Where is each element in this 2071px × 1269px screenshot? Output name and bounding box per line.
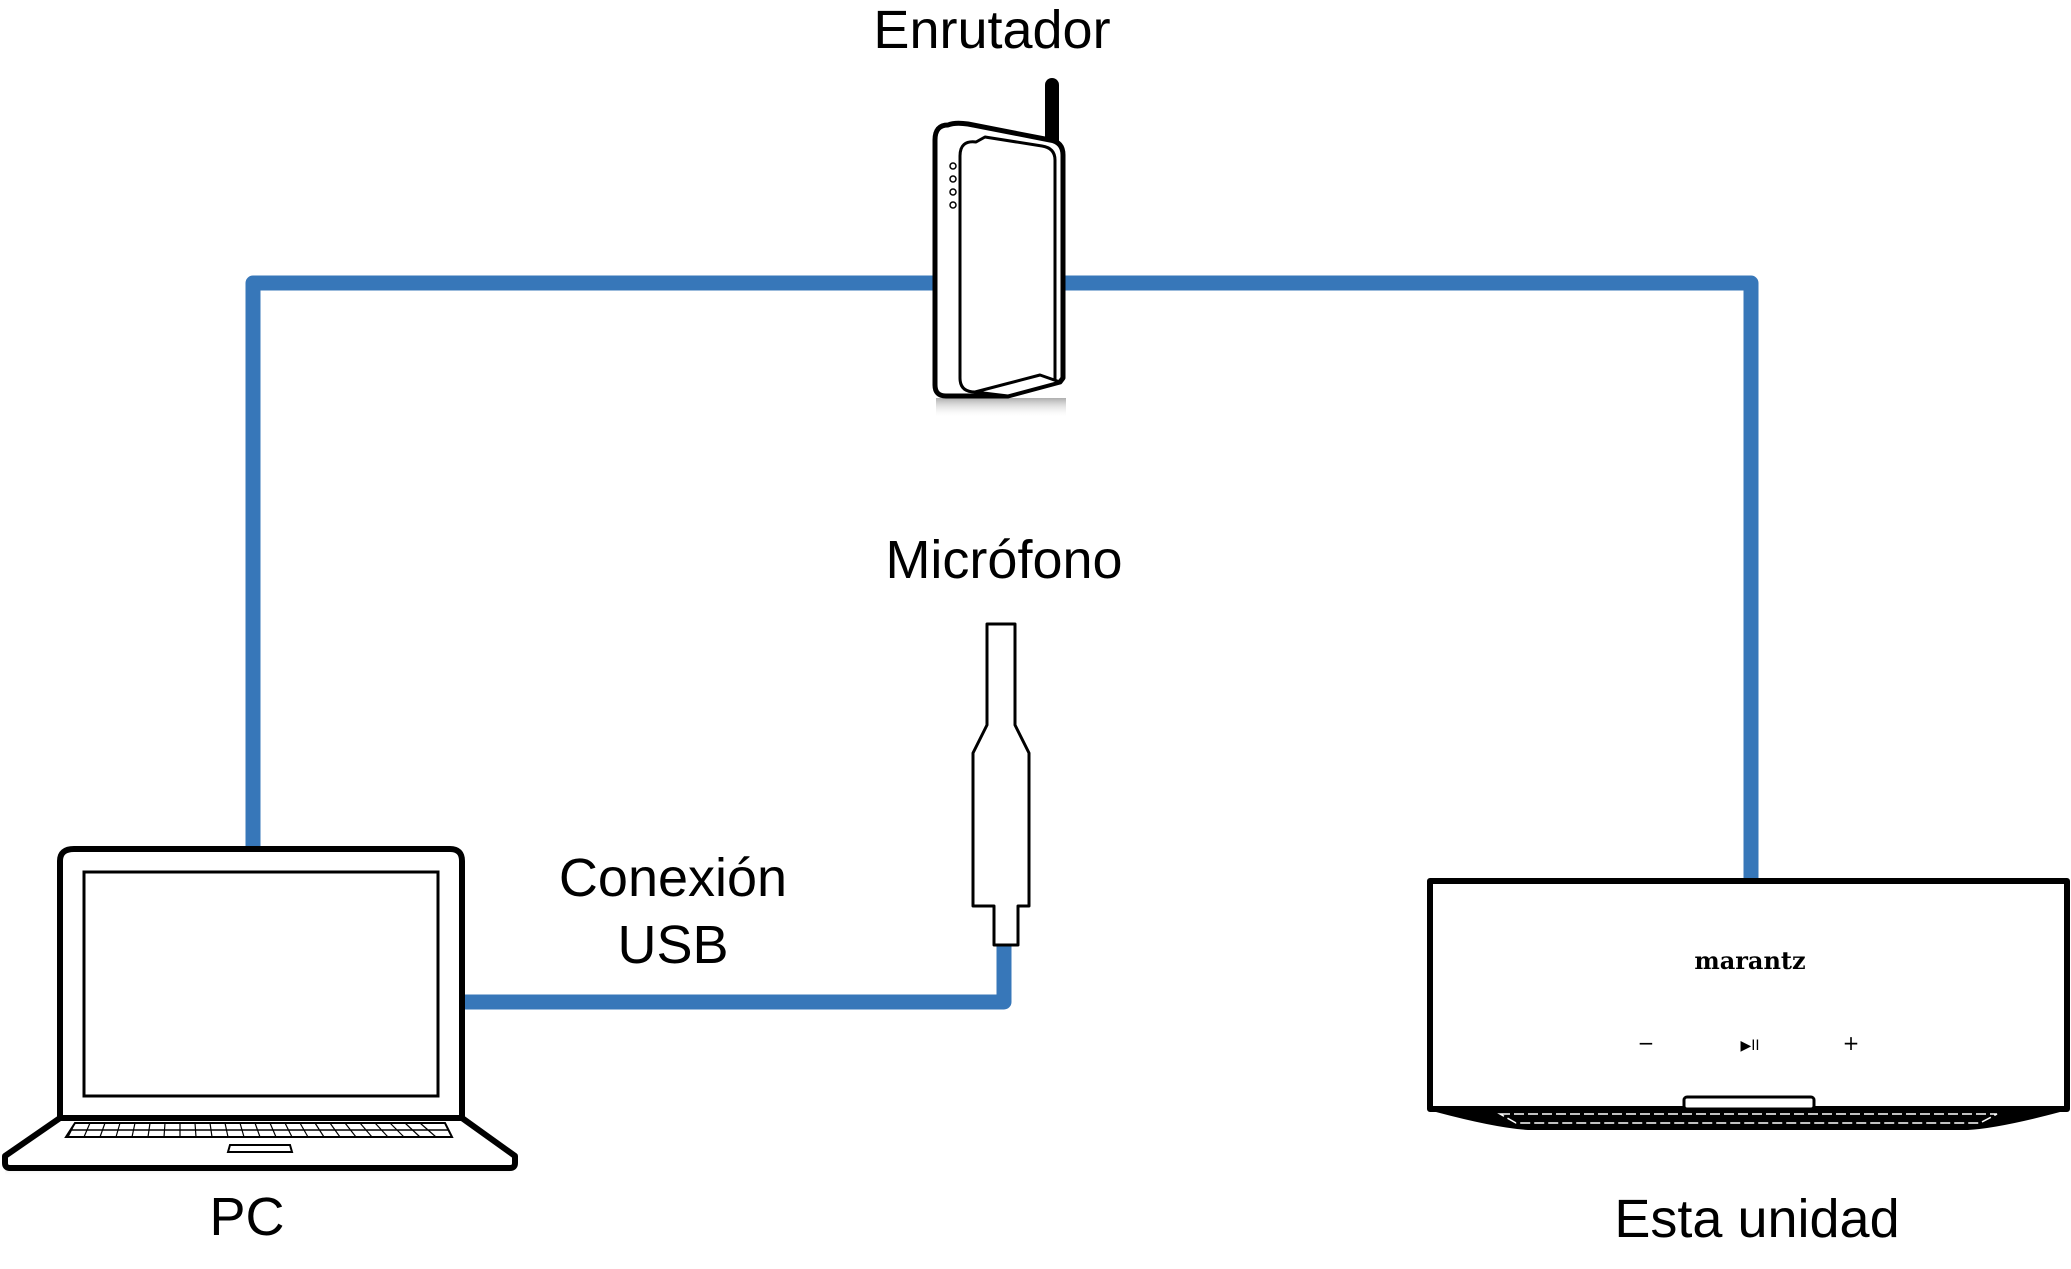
router-label: Enrutador	[873, 0, 1110, 60]
usb-label-line2: USB	[617, 915, 728, 975]
laptop-icon	[2, 846, 518, 1176]
unit-label: Esta unidad	[1614, 1189, 1899, 1249]
brand-logo: marantz	[1694, 946, 1805, 975]
volume-up-button[interactable]: +	[1843, 1031, 1860, 1055]
marantz-unit-icon: marantz − ▶II +	[1427, 878, 2070, 1130]
microphone-icon	[971, 622, 1031, 947]
cables	[245, 275, 1759, 1010]
cable-router-unit	[1052, 275, 1759, 888]
play-pause-button[interactable]: ▶II	[1740, 1038, 1759, 1054]
microphone-label: Micrófono	[885, 530, 1122, 590]
cable-pc-router	[245, 275, 948, 855]
router-icon	[932, 78, 1066, 418]
usb-label-line1: Conexión	[559, 848, 787, 908]
volume-down-button[interactable]: −	[1638, 1031, 1655, 1055]
cable-usb	[454, 936, 1012, 1010]
pc-label: PC	[209, 1187, 284, 1247]
